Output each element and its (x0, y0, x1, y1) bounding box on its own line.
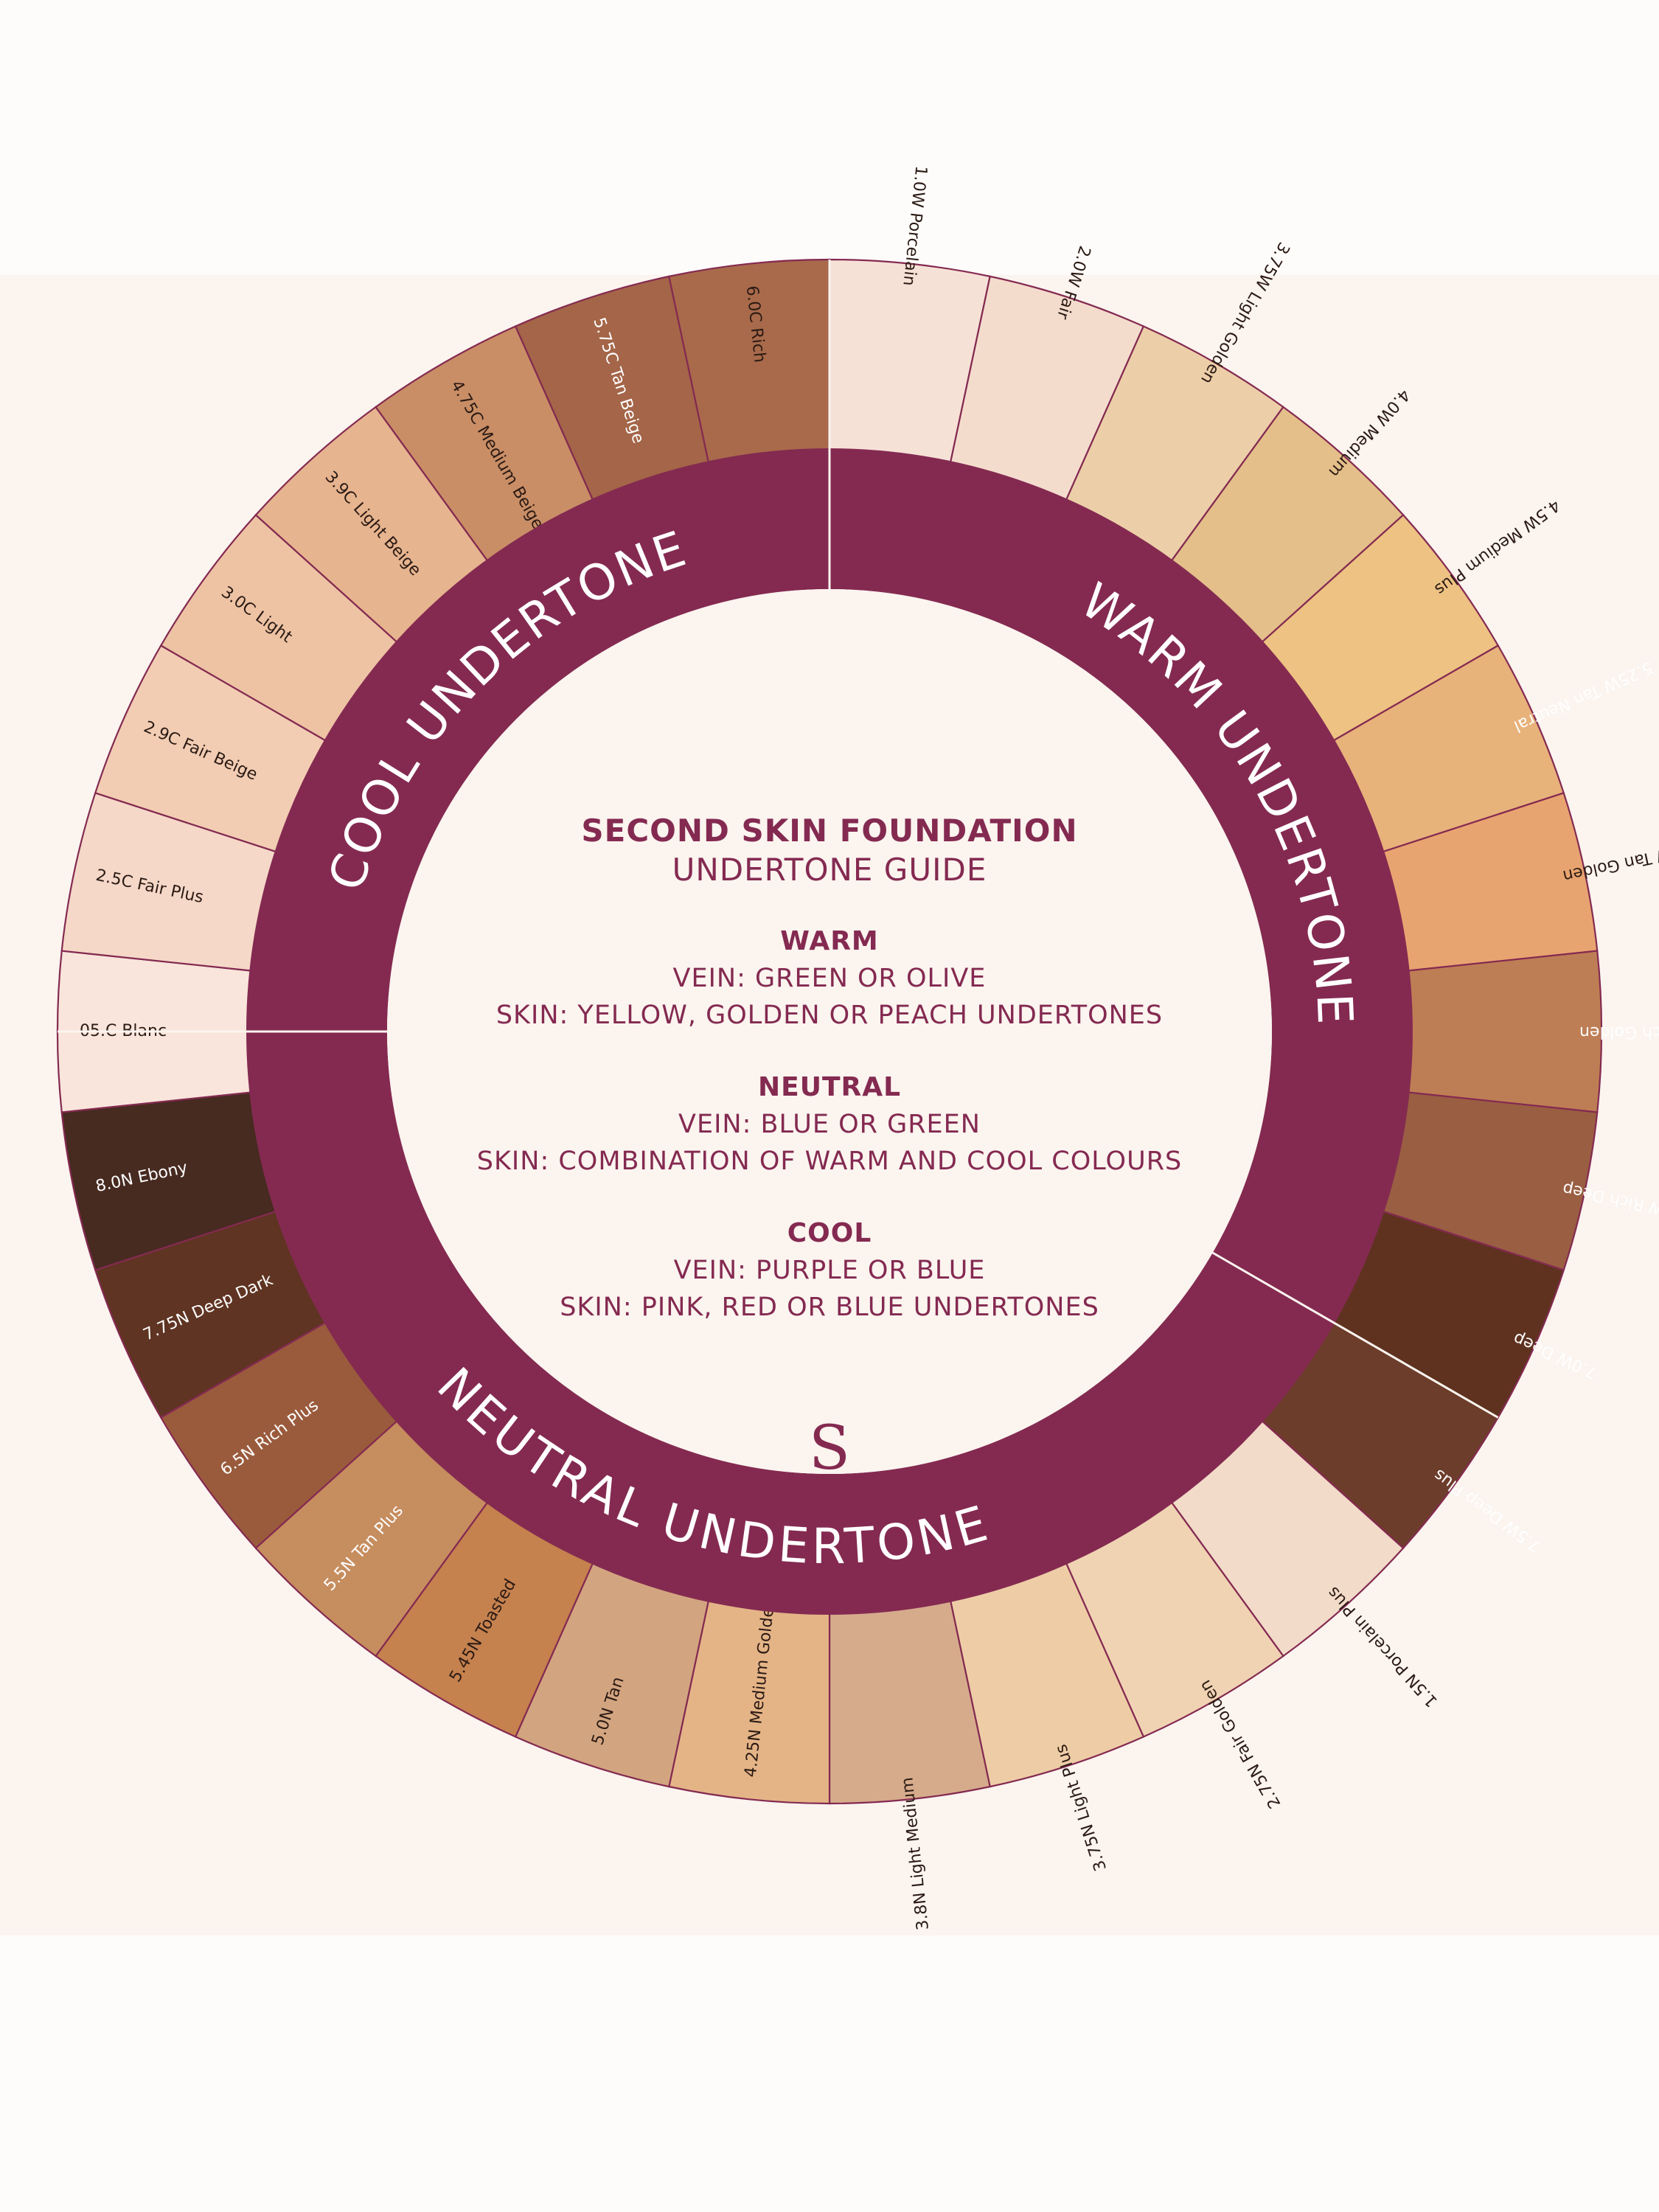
shade-label: 4.0W Medium (1325, 385, 1413, 480)
section-heading: COOL (787, 1218, 872, 1248)
shade-label: 6.25W Rich Golden (1579, 1023, 1659, 1041)
undertone-guide-text: SECOND SKIN FOUNDATION UNDERTONE GUIDE W… (387, 811, 1272, 1475)
guide-subtitle: UNDERTONE GUIDE (672, 852, 987, 888)
section-heading: NEUTRAL (757, 1072, 902, 1102)
undertone-ring (58, 260, 1499, 1615)
guide-center-disc (387, 589, 1272, 1474)
section-vein: VEIN: GREEN OR OLIVE (672, 964, 987, 993)
shade-label: 7.5W Deep Plus (1430, 1465, 1545, 1555)
section-heading: WARM (780, 926, 879, 956)
shade-label: 4.5W Medium Plus (1431, 495, 1563, 599)
guide-title: SECOND SKIN FOUNDATION (581, 813, 1078, 849)
section-skin: SKIN: COMBINATION OF WARM AND COOL COLOU… (476, 1147, 1183, 1176)
cool-section: COOL VEIN: PURPLE OR BLUE SKIN: PINK, RE… (387, 1215, 1272, 1326)
shade-label: 2.75N Fair Golden (1196, 1677, 1284, 1812)
warm-section: WARM VEIN: GREEN OR OLIVE SKIN: YELLOW, … (387, 923, 1272, 1034)
brand-logo-icon: S (808, 1413, 851, 1484)
section-skin: SKIN: PINK, RED OR BLUE UNDERTONES (560, 1293, 1099, 1322)
shade-label: 1.5N Porcelain Plus (1324, 1583, 1441, 1711)
shade-segment (1407, 950, 1603, 1113)
shade-label: 3.75W Light Golden (1197, 239, 1293, 387)
section-vein: VEIN: PURPLE OR BLUE (673, 1256, 986, 1285)
section-vein: VEIN: BLUE OR GREEN (678, 1110, 981, 1139)
section-skin: SKIN: YELLOW, GOLDEN OR PEACH UNDERTONES (495, 1001, 1164, 1030)
undertone-divider (1211, 1251, 1499, 1419)
neutral-section: NEUTRAL VEIN: BLUE OR GREEN SKIN: COMBIN… (387, 1069, 1272, 1180)
shade-label: 5.25W Tan Neutral (1511, 658, 1655, 735)
shade-label: 3.8N Light Medium (898, 1776, 933, 1931)
